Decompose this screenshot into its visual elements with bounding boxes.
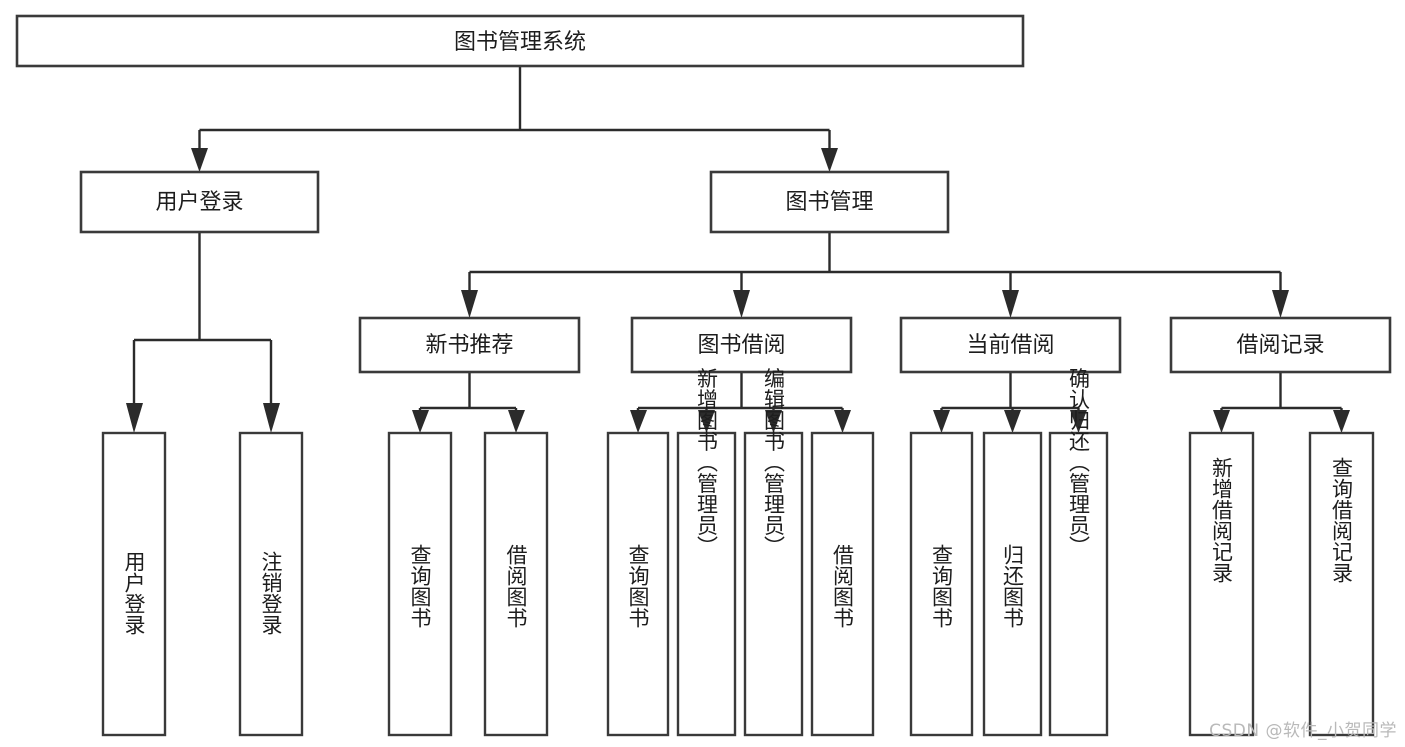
node-leaf-borrow-book-1-box <box>483 431 549 737</box>
node-leaf-logout[interactable]: 注销登录 <box>238 431 304 737</box>
connector-userlogin-to-leaves <box>126 232 280 433</box>
connector-bookmanage-to-level3 <box>461 232 1289 318</box>
node-book-borrow[interactable]: 图书借阅 <box>630 316 853 374</box>
arrow-head-new-book-rec <box>461 290 478 318</box>
node-leaf-return-book-label: 归还图书 <box>1001 544 1025 628</box>
node-leaf-edit-book-box <box>743 431 804 737</box>
arrow-head-leaf-add-record <box>1213 410 1230 433</box>
node-leaf-user-login-label: 用户登录 <box>122 551 146 635</box>
node-new-book-rec-box <box>358 316 581 374</box>
node-book-manage-label: 图书管理 <box>785 190 873 215</box>
node-book-manage-box <box>709 170 950 234</box>
node-new-book-rec-label: 新书推荐 <box>425 333 513 358</box>
node-leaf-user-login[interactable]: 用户登录 <box>101 431 167 737</box>
node-new-book-rec[interactable]: 新书推荐 <box>358 316 581 374</box>
node-leaf-add-record-box <box>1188 431 1255 737</box>
connector-layer <box>126 66 1350 433</box>
node-leaf-borrow-book-2-label: 借阅图书 <box>831 544 855 628</box>
connector-newbookrec-to-leaves <box>412 372 525 433</box>
node-leaf-query-book-2-box <box>606 431 670 737</box>
node-borrow-record[interactable]: 借阅记录 <box>1169 316 1392 374</box>
arrow-head-leaf-borrow-book-1 <box>508 410 525 433</box>
node-root-label: 图书管理系统 <box>454 30 586 55</box>
node-leaf-borrow-book-2[interactable]: 借阅图书 <box>810 431 875 737</box>
arrow-head-leaf-confirm-return <box>1070 410 1087 433</box>
node-leaf-return-book-box <box>982 431 1043 737</box>
node-leaf-query-book-3[interactable]: 查询图书 <box>909 431 974 737</box>
node-user-login[interactable]: 用户登录 <box>79 170 320 234</box>
node-leaf-query-record-label: 查询借阅记录 <box>1330 457 1354 583</box>
arrow-head-leaf-logout <box>263 403 280 433</box>
arrow-head-borrow-record <box>1272 290 1289 318</box>
arrow-head-leaf-borrow-book-2 <box>834 410 851 433</box>
node-leaf-logout-box <box>238 431 304 737</box>
node-leaf-confirm-return-label: 确认归还（管理员） <box>1067 368 1091 557</box>
node-leaf-borrow-book-1[interactable]: 借阅图书 <box>483 431 549 737</box>
arrow-head-leaf-query-record <box>1333 410 1350 433</box>
node-leaf-query-book-2[interactable]: 查询图书 <box>606 431 670 737</box>
node-leaf-query-book-2-label: 查询图书 <box>626 544 650 628</box>
connector-currentborrow-to-leaves <box>933 372 1087 433</box>
node-leaf-query-record[interactable]: 查询借阅记录 <box>1308 431 1375 737</box>
node-leaf-edit-book[interactable]: 编辑图书（管理员） <box>743 368 804 737</box>
node-leaf-return-book[interactable]: 归还图书 <box>982 431 1043 737</box>
node-current-borrow-box <box>899 316 1122 374</box>
node-leaf-query-book-1[interactable]: 查询图书 <box>387 431 453 737</box>
node-root[interactable]: 图书管理系统 <box>15 14 1025 68</box>
node-leaf-query-book-3-box <box>909 431 974 737</box>
node-leaf-logout-label: 注销登录 <box>259 551 283 635</box>
node-book-borrow-label: 图书借阅 <box>697 333 785 358</box>
node-current-borrow-label: 当前借阅 <box>966 333 1054 358</box>
node-leaf-user-login-box <box>101 431 167 737</box>
node-user-login-label: 用户登录 <box>155 190 243 215</box>
node-leaf-add-book[interactable]: 新增图书（管理员） <box>676 368 737 737</box>
node-leaf-borrow-book-1-label: 借阅图书 <box>504 544 528 628</box>
node-borrow-record-box <box>1169 316 1392 374</box>
node-leaf-borrow-book-2-box <box>810 431 875 737</box>
node-leaf-query-book-1-box <box>387 431 453 737</box>
node-leaf-query-book-3-label: 查询图书 <box>930 544 954 628</box>
connector-borrowrecord-to-leaves <box>1213 372 1350 433</box>
arrow-head-book-borrow <box>733 290 750 318</box>
arrow-head-leaf-return-book <box>1004 410 1021 433</box>
arrow-head-book-manage <box>821 148 838 172</box>
node-leaf-query-book-1-label: 查询图书 <box>408 544 432 628</box>
node-borrow-record-label: 借阅记录 <box>1236 333 1324 358</box>
arrow-head-leaf-edit-book <box>765 410 782 433</box>
node-book-borrow-box <box>630 316 853 374</box>
arrow-head-leaf-query-book-2 <box>630 410 647 433</box>
node-leaf-add-book-box <box>676 431 737 737</box>
node-leaf-confirm-return[interactable]: 确认归还（管理员） <box>1048 368 1109 737</box>
node-leaf-add-book-label: 新增图书（管理员） <box>695 368 719 557</box>
connector-bookborrow-to-leaves <box>630 372 851 433</box>
node-current-borrow[interactable]: 当前借阅 <box>899 316 1122 374</box>
node-leaf-edit-book-label: 编辑图书（管理员） <box>762 368 786 557</box>
arrow-head-leaf-query-book-1 <box>412 410 429 433</box>
node-user-login-box <box>79 170 320 234</box>
node-leaf-add-record-label: 新增借阅记录 <box>1210 457 1234 583</box>
node-leaf-query-record-box <box>1308 431 1375 737</box>
node-root-box <box>15 14 1025 68</box>
node-leaf-add-record[interactable]: 新增借阅记录 <box>1188 431 1255 737</box>
arrow-head-leaf-query-book-3 <box>933 410 950 433</box>
node-book-manage[interactable]: 图书管理 <box>709 170 950 234</box>
arrow-head-user-login <box>191 148 208 172</box>
arrow-head-current-borrow <box>1002 290 1019 318</box>
arrow-head-leaf-user-login <box>126 403 143 433</box>
node-leaf-confirm-return-box <box>1048 431 1109 737</box>
connector-root-to-level2 <box>191 66 838 172</box>
arrow-head-leaf-add-book <box>698 410 715 433</box>
